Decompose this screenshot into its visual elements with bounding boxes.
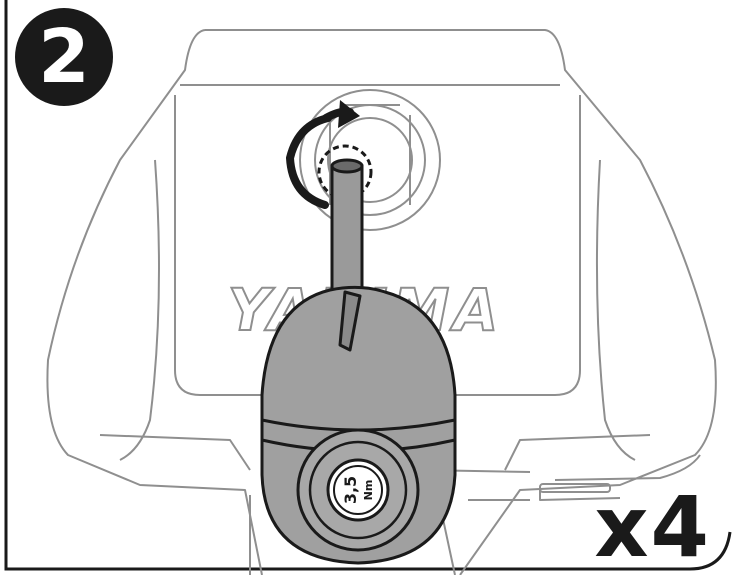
- torque-label: 3,5 Nm: [341, 476, 375, 504]
- step-badge: [15, 8, 113, 106]
- torque-value: 3,5: [341, 476, 360, 504]
- screwdriver-handle: [260, 285, 457, 565]
- torque-unit: Nm: [362, 480, 375, 501]
- repeat-count: x4: [594, 478, 711, 576]
- clockwise-arrow-icon: [285, 100, 360, 209]
- panel-frame: [4, 0, 732, 571]
